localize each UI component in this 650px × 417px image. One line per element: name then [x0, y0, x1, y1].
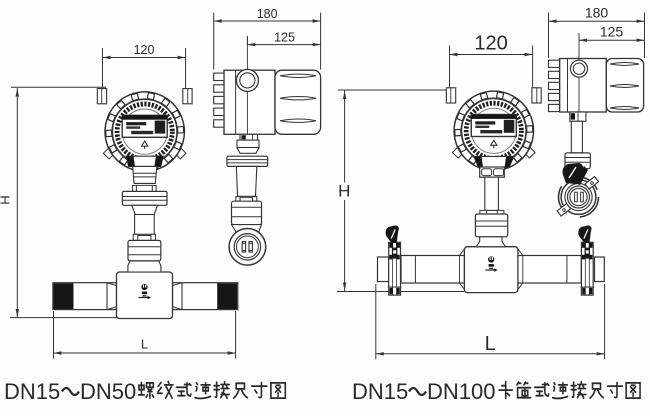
svg-text:L: L [141, 337, 148, 352]
svg-text:125: 125 [274, 30, 295, 44]
svg-text:DN100: DN100 [427, 379, 495, 404]
svg-text:125: 125 [600, 24, 624, 40]
svg-text:H: H [338, 182, 350, 201]
svg-text:DN15: DN15 [352, 379, 408, 404]
svg-text:DN50: DN50 [80, 379, 136, 404]
svg-text:180: 180 [585, 5, 609, 21]
svg-text:120: 120 [474, 33, 507, 55]
svg-text:L: L [485, 333, 496, 355]
svg-text:DN15: DN15 [4, 379, 60, 404]
svg-text:H: H [0, 195, 13, 204]
svg-text:120: 120 [134, 43, 155, 57]
svg-text:180: 180 [257, 7, 278, 21]
